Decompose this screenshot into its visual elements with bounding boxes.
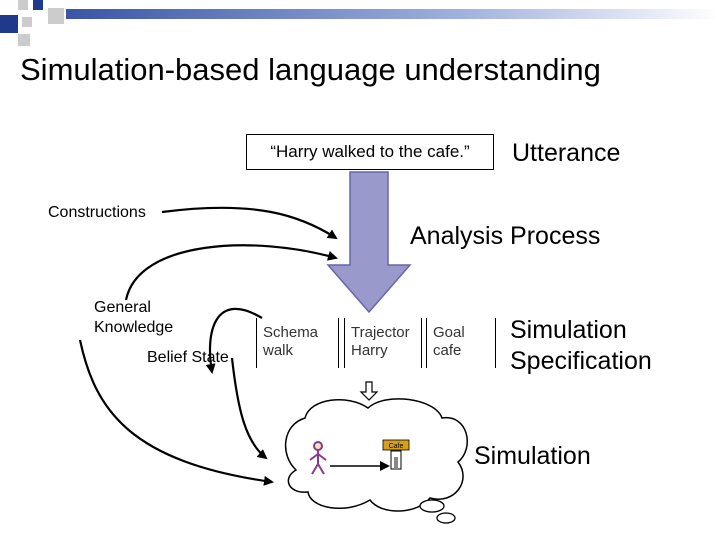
belief-state-arrow bbox=[205, 307, 263, 374]
slide-title: Simulation-based language understanding bbox=[20, 52, 601, 87]
spec-value: walk bbox=[263, 342, 294, 359]
constructions-arrow bbox=[161, 206, 338, 240]
thought-bubble bbox=[436, 512, 456, 524]
utterance-label: Utterance bbox=[512, 139, 621, 167]
walking-figure-icon bbox=[309, 441, 327, 475]
general-knowledge-line-2: Knowledge bbox=[94, 319, 174, 336]
utterance-text: “Harry walked to the cafe.” bbox=[270, 142, 470, 161]
spec-cell-schema: Schema walk bbox=[256, 318, 339, 368]
simulation-cloud bbox=[284, 398, 468, 512]
cafe-door-icon bbox=[394, 457, 398, 469]
constructions-label: Constructions bbox=[48, 204, 146, 221]
simulation-specification-line-1: Simulation bbox=[510, 316, 627, 344]
spec-role: Schema bbox=[263, 324, 319, 341]
utterance-box: “Harry walked to the cafe.” bbox=[246, 134, 494, 170]
general-knowledge-line-1: General bbox=[94, 299, 151, 316]
thought-bubble bbox=[419, 499, 445, 513]
header-rule bbox=[66, 9, 720, 19]
simulation-label: Simulation bbox=[474, 442, 591, 470]
spec-to-simulation-arrow bbox=[359, 381, 379, 401]
simulation-feedback-arrow bbox=[230, 357, 268, 460]
analysis-process-label: Analysis Process bbox=[410, 222, 601, 250]
simulation-specification-line-2: Specification bbox=[510, 347, 652, 375]
cafe-sign-text: Cafe bbox=[389, 443, 404, 450]
spec-cell-trajector: Trajector Harry bbox=[344, 318, 422, 368]
spec-role: Goal bbox=[433, 324, 465, 341]
spec-role: Trajector bbox=[351, 324, 410, 341]
spec-value: cafe bbox=[433, 342, 462, 359]
knowledge-to-simulation-arrow bbox=[78, 339, 274, 486]
belief-state-label: Belief State bbox=[147, 349, 229, 366]
spec-cell-goal: Goal cafe bbox=[426, 318, 496, 368]
general-knowledge-arrow bbox=[124, 244, 338, 301]
cafe-sign bbox=[382, 439, 410, 451]
spec-value: Harry bbox=[351, 342, 388, 359]
analysis-arrow bbox=[326, 171, 412, 314]
